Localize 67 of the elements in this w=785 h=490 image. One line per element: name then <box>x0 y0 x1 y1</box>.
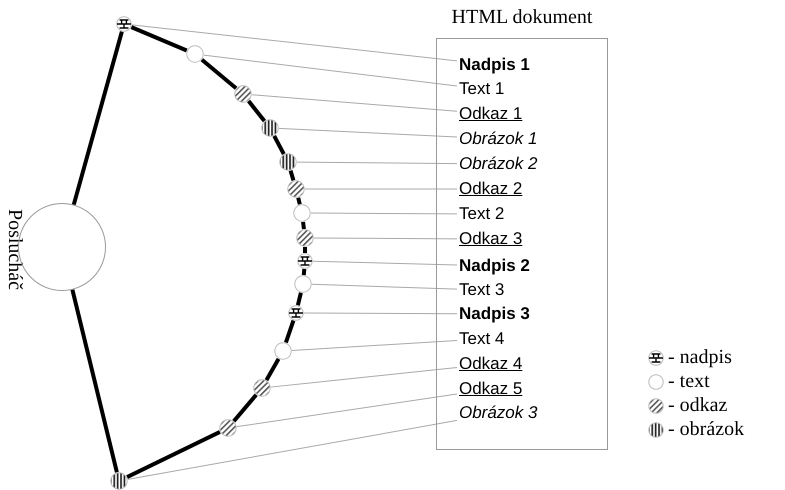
connector-line <box>70 289 119 473</box>
leader-line <box>127 420 458 480</box>
link-item: Odkaz 3 <box>457 229 524 249</box>
leader-line <box>312 260 458 266</box>
link-item: Odkaz 1 <box>457 104 524 124</box>
connector-line <box>284 320 296 344</box>
text-item: Text 2 <box>457 204 506 224</box>
text-marker-icon <box>293 204 311 222</box>
legend-label: - text <box>668 370 710 393</box>
legend-label: - nadpis <box>668 346 732 369</box>
image-marker-icon <box>110 472 128 490</box>
connector-line <box>296 197 302 205</box>
leader-line <box>270 367 458 388</box>
listener-label: Poslucháč <box>2 208 26 290</box>
leader-line <box>296 162 458 164</box>
link-marker-icon <box>287 180 305 198</box>
heading-marker-icon <box>297 253 313 269</box>
leader-line <box>312 284 458 290</box>
box-title: HTML dokument <box>450 6 594 29</box>
leader-line <box>304 312 458 314</box>
link-item: Odkaz 4 <box>457 354 524 374</box>
heading-marker-icon <box>116 16 132 32</box>
heading-item: Nadpis 3 <box>457 304 532 324</box>
connector-line <box>247 100 266 122</box>
connector-line <box>130 25 188 52</box>
heading-item: Nadpis 1 <box>457 55 532 75</box>
image-marker-icon <box>261 119 279 137</box>
leader-line <box>310 212 458 214</box>
leader-line <box>291 340 458 351</box>
text-item: Text 3 <box>457 280 506 300</box>
image-item: Obrázok 2 <box>457 154 540 174</box>
link-item: Odkaz 2 <box>457 179 524 199</box>
leader-line <box>236 394 458 428</box>
connector-line <box>126 430 221 479</box>
leader-line <box>203 54 458 86</box>
connector-line <box>296 292 303 306</box>
link-item: Odkaz 5 <box>457 379 524 399</box>
connector-line <box>200 58 238 90</box>
connector-line <box>232 394 258 422</box>
link-marker-icon <box>296 229 314 247</box>
link-marker-icon <box>253 379 271 397</box>
text-marker-icon <box>274 342 292 360</box>
connector-line <box>288 170 296 181</box>
text-marker-icon <box>186 45 204 63</box>
legend-label: - obrázok <box>668 418 744 441</box>
connector-line <box>272 135 286 155</box>
heading-item: Nadpis 2 <box>457 256 532 276</box>
text-marker-icon <box>294 275 312 293</box>
leader-line <box>314 238 458 240</box>
connector-line <box>302 268 306 276</box>
heading-marker-icon <box>288 305 304 321</box>
leader-line <box>304 188 458 190</box>
leader-line <box>251 94 458 112</box>
connector-line <box>303 247 307 253</box>
leader-line <box>131 24 458 62</box>
text-item: Text 1 <box>457 79 506 99</box>
image-item: Obrázok 1 <box>457 129 540 149</box>
leader-line <box>278 128 458 138</box>
link-marker-icon <box>234 85 252 103</box>
connector-line <box>72 31 124 206</box>
connector-line <box>301 222 306 230</box>
link-marker-icon <box>219 419 237 437</box>
image-marker-icon <box>279 153 297 171</box>
legend-label: - odkaz <box>668 394 728 417</box>
text-item: Text 4 <box>457 329 506 349</box>
connector-line <box>264 358 280 382</box>
image-item: Obrázok 3 <box>457 403 540 423</box>
